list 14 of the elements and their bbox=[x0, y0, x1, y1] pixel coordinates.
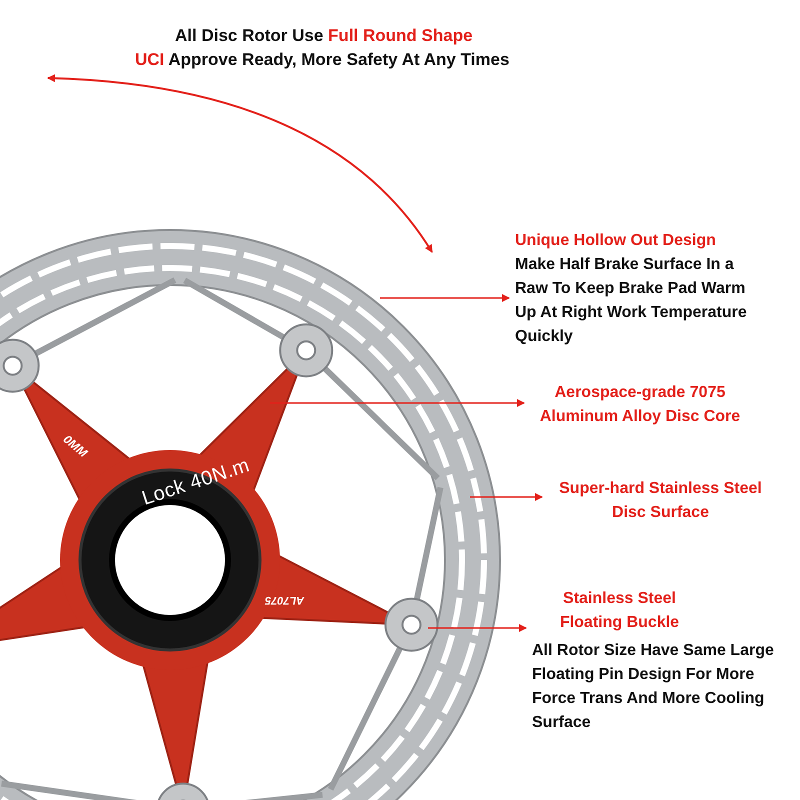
callout-heading: Aerospace-grade 7075 Aluminum Alloy Disc Core bbox=[538, 383, 742, 427]
leader-arrow bbox=[270, 399, 525, 407]
leader-arrow bbox=[380, 294, 510, 302]
printed-text: AL7075 bbox=[265, 594, 304, 605]
leader-arrow bbox=[428, 624, 527, 632]
callout-heading: Stainless Steel Floating Buckle bbox=[558, 589, 680, 633]
callout-text: All Rotor Size Have Same Large Floating Pin Design For More Force Trans And More Cooling Surface bbox=[532, 641, 775, 733]
callout-heading: Super-hard Stainless Steel Disc Surface bbox=[558, 479, 763, 523]
printed-text: Lock 40N.m bbox=[140, 455, 252, 509]
leader-arrow bbox=[470, 493, 543, 501]
callout-heading: Unique Hollow Out Design bbox=[515, 231, 717, 251]
callout-text: Make Half Brake Surface In a Raw To Keep Brake Pad Warm Up At Right Work Temperature Quickly bbox=[515, 255, 748, 347]
headline-text: UCI Approve Ready, More Safety At Any Times bbox=[135, 51, 510, 68]
headline-text: All Disc Rotor Use Full Round Shape bbox=[175, 27, 473, 44]
